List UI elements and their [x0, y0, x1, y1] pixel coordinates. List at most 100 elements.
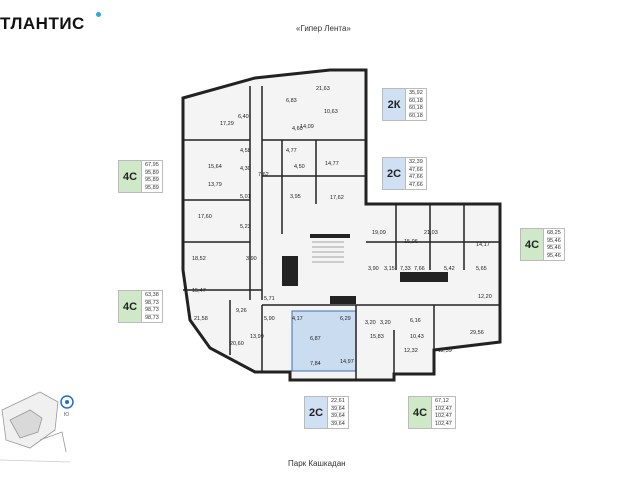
room-area: 10,63 — [324, 109, 338, 115]
room-area: 3,95 — [290, 194, 301, 200]
apartment-area-value: 95,89 — [145, 169, 159, 177]
room-area: 3,15 — [384, 266, 395, 272]
apartment-area-value: 68,25 — [547, 230, 561, 238]
room-area: 3,90 — [246, 256, 257, 262]
apartment-area-value: 102,47 — [435, 420, 452, 427]
room-area: 20,60 — [230, 341, 244, 347]
room-area: 3,90 — [368, 266, 379, 272]
street-label-top: «Гипер Лента» — [296, 24, 351, 33]
room-area: 7,84 — [310, 361, 321, 367]
room-area: 4,50 — [294, 164, 305, 170]
brand-logo-dot — [96, 12, 101, 17]
watermark — [405, 395, 412, 421]
room-area: 29,56 — [470, 330, 484, 336]
apartment-type: 2К — [383, 89, 405, 120]
room-area: 10,43 — [410, 334, 424, 340]
room-area: 21,58 — [194, 316, 208, 322]
highlighted-apartment — [291, 310, 357, 372]
apartment-area-value: 95,89 — [145, 184, 159, 191]
room-area: 19,09 — [372, 230, 386, 236]
apartment-area-value: 47,66 — [409, 166, 423, 174]
apartment-area-value: 95,89 — [145, 177, 159, 185]
apartment-area-value: 47,66 — [409, 181, 423, 188]
room-area: 4,60 — [292, 126, 303, 132]
room-area: 13,99 — [250, 334, 264, 340]
room-area: 7,62 — [258, 172, 269, 178]
apartment-type: 2С — [305, 397, 327, 428]
apartment-area-value: 95,46 — [547, 237, 561, 245]
room-area: 4,17 — [292, 316, 303, 322]
room-area: 14,97 — [340, 359, 354, 365]
street-label-bottom: Парк Кашкадан — [288, 459, 346, 468]
apartment-type: 4С — [119, 161, 141, 192]
room-area: 12,32 — [404, 348, 418, 354]
room-area: 4,30 — [240, 166, 251, 172]
interior-walls — [183, 86, 500, 380]
apartment-area-value: 95,46 — [547, 245, 561, 253]
room-area: 6,87 — [310, 336, 321, 342]
compass-icon — [60, 395, 74, 409]
apartment-area-value: 98,73 — [145, 307, 159, 315]
compass-label: Ю — [64, 412, 69, 418]
apartment-area-value: 67,12 — [435, 398, 452, 406]
room-area: 4,58 — [240, 148, 251, 154]
apartment-area-value: 60,18 — [409, 105, 423, 113]
brand-logo: ТЛАНТИС — [0, 14, 85, 33]
apartment-type: 4С — [409, 397, 431, 428]
room-area: 3,20 — [380, 320, 391, 326]
apartment-area-value: 98,73 — [145, 299, 159, 307]
apartment-area-value: 102,47 — [435, 405, 452, 413]
building-core — [282, 234, 448, 304]
room-area: 3,20 — [365, 320, 376, 326]
room-area: 15,64 — [208, 164, 222, 170]
room-area: 7,33 — [400, 266, 411, 272]
stairs — [312, 241, 344, 263]
apartment-area-value: 60,18 — [409, 97, 423, 105]
room-area: 6,40 — [238, 114, 249, 120]
apartment-type: 4С — [521, 229, 543, 260]
apartment-type: 2С — [383, 158, 405, 189]
room-area: 14,09 — [300, 124, 314, 130]
room-area: 15,47 — [192, 288, 206, 294]
room-area: 5,23 — [240, 224, 251, 230]
room-area: 5,90 — [264, 316, 275, 322]
room-area: 12,59 — [438, 348, 452, 354]
apartment-area-value: 63,38 — [145, 292, 159, 300]
room-area: 17,62 — [330, 195, 344, 201]
room-area: 5,42 — [444, 266, 455, 272]
room-area: 5,71 — [264, 296, 275, 302]
apartment-area-value: 32,39 — [409, 159, 423, 167]
room-area: 12,20 — [478, 294, 492, 300]
apartment-area-value: 39,64 — [331, 413, 345, 421]
room-area: 15,06 — [404, 239, 418, 245]
apartment-area-value: 47,66 — [409, 174, 423, 182]
room-area: 7,66 — [414, 266, 425, 272]
site-minimap — [0, 391, 71, 463]
room-area: 21,63 — [316, 86, 330, 92]
room-area: 6,83 — [286, 98, 297, 104]
apartment-area-value: 35,92 — [409, 90, 423, 98]
room-area: 5,65 — [476, 266, 487, 272]
apartment-area-value: 95,46 — [547, 252, 561, 259]
apartment-area-value: 98,73 — [145, 314, 159, 321]
room-area: 9,26 — [236, 308, 247, 314]
apartment-area-value: 22,61 — [331, 398, 345, 406]
room-area: 14,77 — [325, 161, 339, 167]
room-area: 4,77 — [286, 148, 297, 154]
